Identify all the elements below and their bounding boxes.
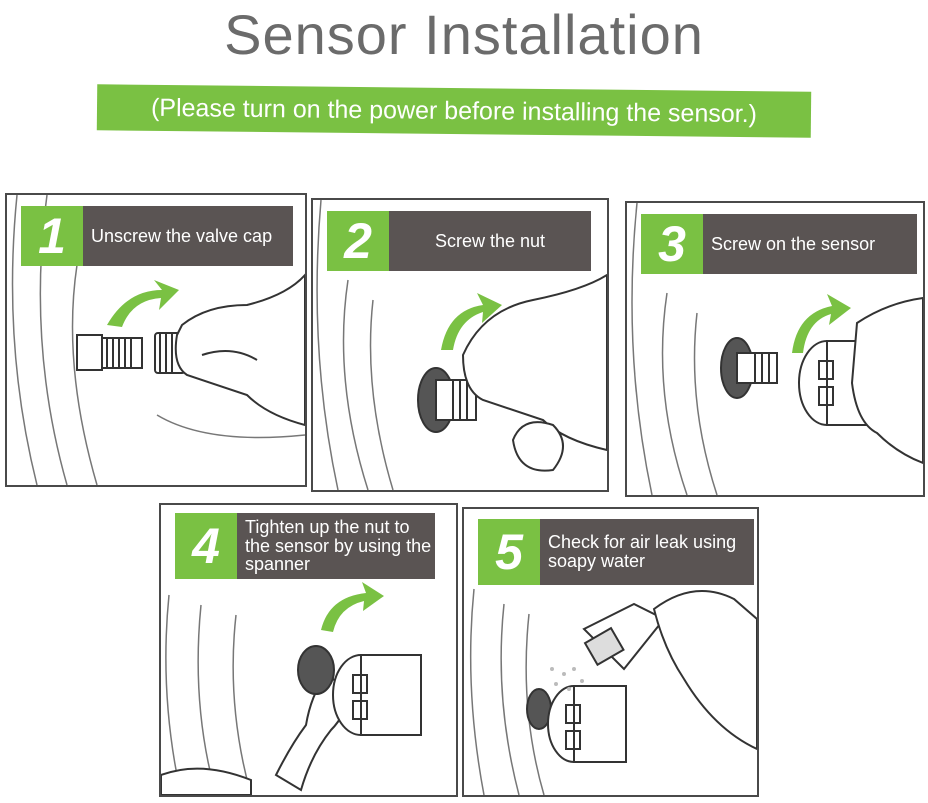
step-5-illustration [469, 588, 757, 795]
step-4-illustration [161, 582, 422, 795]
step-5-caption: Check for air leak using soapy water [540, 519, 754, 585]
step-2-number: 2 [327, 211, 389, 271]
step-1-illustration [11, 195, 305, 485]
step-1-number: 1 [21, 206, 83, 266]
step-2-panel: 2 Screw the nut [311, 198, 609, 492]
step-5-panel: 5 Check for air leak using soapy water [462, 507, 759, 797]
step-1-caption: Unscrew the valve cap [83, 206, 293, 266]
step-2-illustration [316, 200, 607, 490]
step-3-caption: Screw on the sensor [703, 214, 917, 274]
power-notice-banner: (Please turn on the power before install… [96, 84, 812, 138]
step-3-illustration [631, 203, 923, 495]
step-1-panel: 1 Unscrew the valve cap [5, 193, 307, 487]
step-5-number: 5 [478, 519, 540, 585]
step-4-caption: Tighten up the nut to the sensor by usin… [237, 513, 435, 579]
step-2-caption: Screw the nut [389, 211, 591, 271]
power-notice-text: (Please turn on the power before install… [150, 93, 758, 128]
step-3-panel: 3 Screw on the sensor [625, 201, 925, 497]
step-3-number: 3 [641, 214, 703, 274]
step-4-panel: 4 Tighten up the nut to the sensor by us… [159, 503, 458, 797]
step-4-number: 4 [175, 513, 237, 579]
page-title: Sensor Installation [224, 3, 704, 66]
